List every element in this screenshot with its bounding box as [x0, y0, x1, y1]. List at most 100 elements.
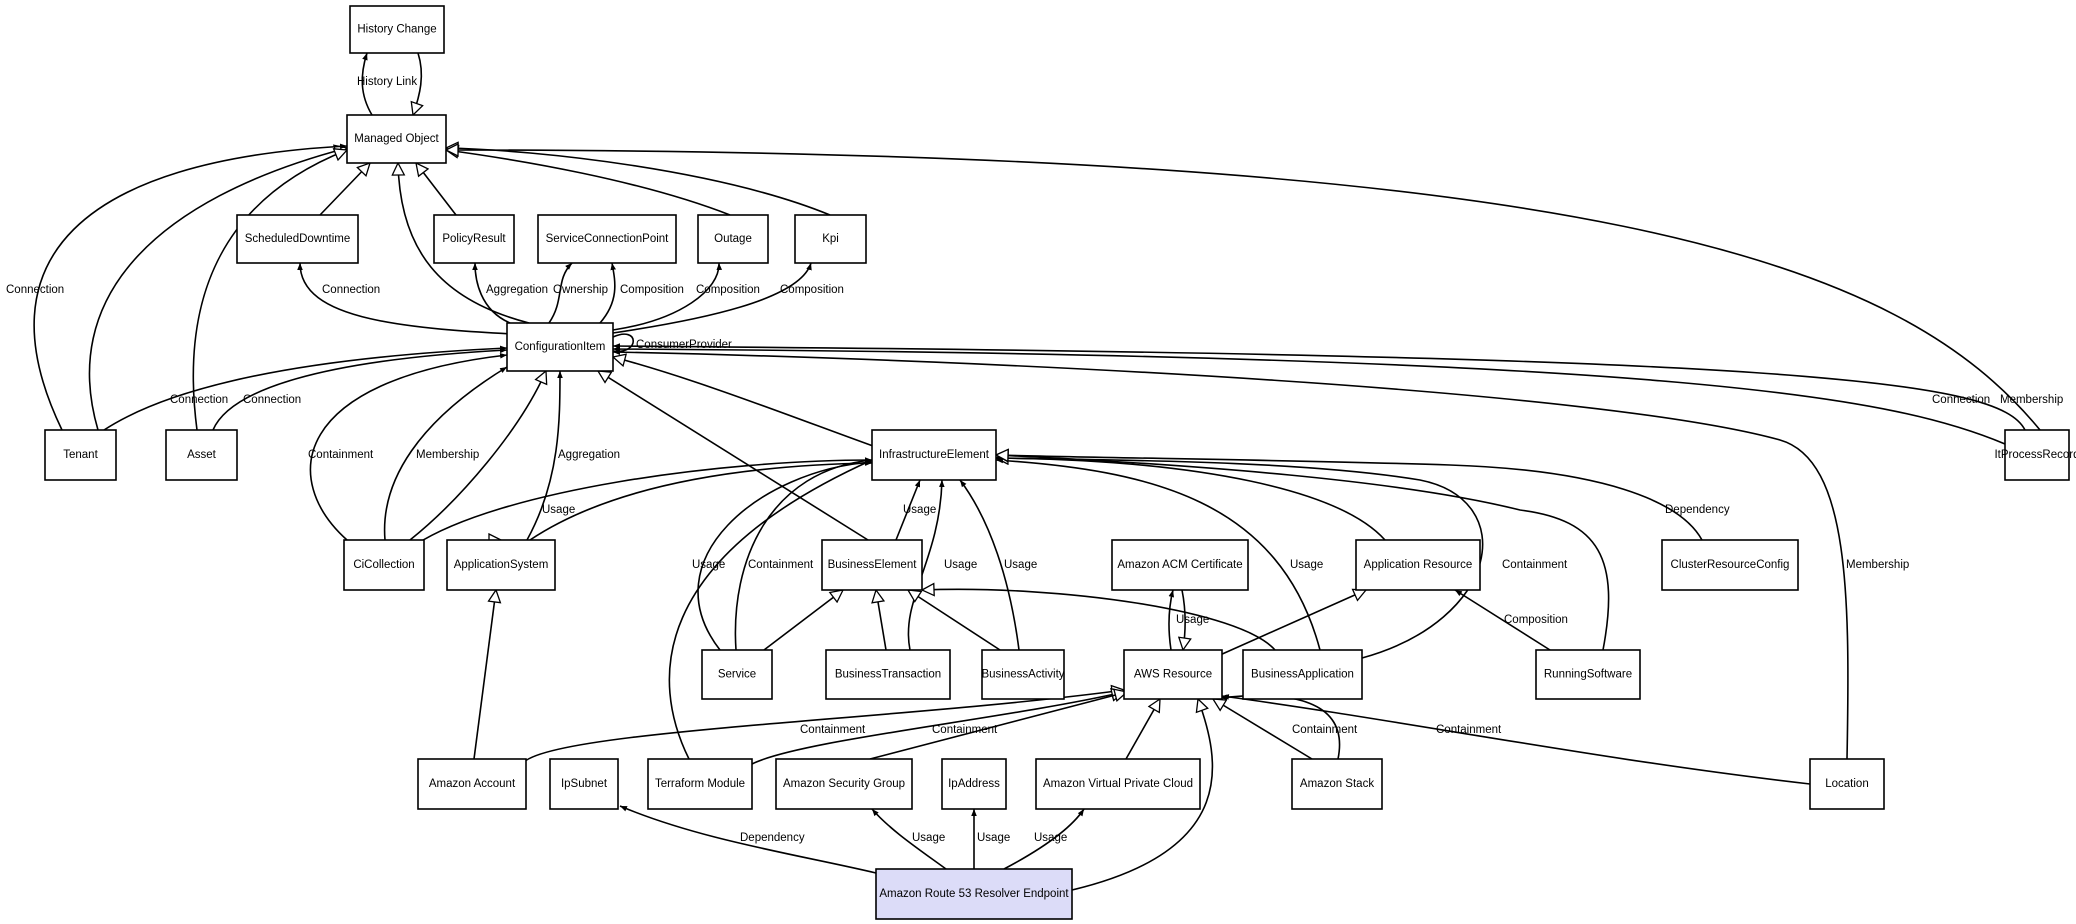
edge-label: Containment — [308, 449, 374, 461]
node-route53-resolver-endpoint[interactable]: Amazon Route 53 Resolver Endpoint — [875, 868, 1073, 920]
node-application-system[interactable]: ApplicationSystem — [446, 539, 556, 591]
edge-aws-resource-to-application-resource — [1219, 590, 1366, 656]
node-label: History Change — [357, 24, 436, 36]
edge-service-to-infrastructure-element — [734, 457, 873, 651]
edge-label: Usage — [912, 832, 945, 844]
edge-label: Usage — [977, 832, 1010, 844]
node-box — [433, 214, 515, 264]
edge-outage-to-managed-object — [446, 150, 731, 216]
edge-configuration-item-to-kpi — [612, 262, 812, 334]
node-label: AWS Resource — [1134, 669, 1212, 681]
edge-label: History Link — [357, 76, 417, 88]
node-amazon-account[interactable]: Amazon Account — [417, 758, 527, 810]
edge-label: Aggregation — [486, 284, 548, 296]
node-amazon-security-group[interactable]: Amazon Security Group — [775, 758, 913, 810]
node-ci-collection[interactable]: CiCollection — [343, 539, 425, 591]
node-box — [537, 214, 677, 264]
node-business-element[interactable]: BusinessElement — [821, 539, 923, 591]
edge-asset-to-configuration-item — [212, 347, 508, 431]
edge-configuration-item-to-outage — [612, 262, 723, 331]
node-label: ClusterResourceConfig — [1671, 559, 1790, 571]
edge-business-application-to-infrastructure-element — [995, 455, 1484, 659]
edge-business-application-to-infrastructure-element — [995, 457, 1321, 651]
edge-amazon-acm-certificate-to-aws-resource — [1182, 589, 1185, 650]
node-asset[interactable]: Asset — [165, 429, 238, 481]
node-box — [349, 5, 445, 54]
node-label: PolicyResult — [442, 233, 506, 245]
node-policy-result[interactable]: PolicyResult — [433, 214, 515, 264]
node-label: ApplicationSystem — [454, 559, 549, 571]
edge-business-element-to-infrastructure-element — [895, 479, 921, 541]
edge-configuration-item-to-configuration-item — [612, 333, 635, 355]
node-kpi[interactable]: Kpi — [794, 214, 867, 264]
edge-label: Composition — [1504, 614, 1568, 626]
node-service[interactable]: Service — [701, 649, 773, 700]
node-box — [446, 539, 556, 591]
edge-label: Containment — [1502, 559, 1568, 571]
node-label: Managed Object — [354, 133, 439, 145]
edge-label: Connection — [6, 284, 64, 296]
edge-service-to-business-element — [763, 590, 843, 651]
edge-label: Usage — [1176, 614, 1209, 626]
node-it-process-record[interactable]: ItProcessRecord — [1994, 429, 2076, 481]
node-label: IpAddress — [948, 778, 1000, 790]
node-infrastructure-element[interactable]: InfrastructureElement — [871, 429, 997, 481]
node-label: InfrastructureElement — [879, 449, 990, 461]
node-box — [1242, 649, 1363, 700]
node-box — [1291, 758, 1383, 810]
node-tenant[interactable]: Tenant — [44, 429, 117, 481]
node-box — [697, 214, 769, 264]
node-configuration-item[interactable]: ConfigurationItem — [506, 322, 614, 372]
node-ip-subnet[interactable]: IpSubnet — [549, 758, 619, 810]
node-ip-address[interactable]: IpAddress — [941, 758, 1007, 810]
node-location[interactable]: Location — [1809, 758, 1885, 810]
edge-ci-collection-to-configuration-item — [383, 366, 508, 541]
edge-amazon-vpc-to-aws-resource — [1125, 699, 1160, 760]
node-business-transaction[interactable]: BusinessTransaction — [825, 649, 951, 700]
node-managed-object[interactable]: Managed Object — [346, 114, 447, 164]
node-label: Asset — [187, 449, 217, 461]
edges-layer — [33, 52, 2041, 891]
node-cluster-resource-config[interactable]: ClusterResourceConfig — [1661, 539, 1799, 591]
edge-label: Containment — [800, 724, 866, 736]
node-service-connection-point[interactable]: ServiceConnectionPoint — [537, 214, 677, 264]
node-label: Amazon Stack — [1300, 778, 1374, 790]
edge-application-resource-to-infrastructure-element — [996, 458, 1386, 541]
edge-configuration-item-to-service-connection-point — [599, 262, 616, 324]
edge-tenant-to-managed-object — [88, 148, 347, 431]
edge-aws-resource-to-amazon-acm-certificate — [1168, 589, 1175, 651]
edge-running-software-to-application-resource — [1454, 589, 1551, 651]
edge-label: Connection — [1932, 394, 1990, 406]
edge-label: Membership — [2000, 394, 2063, 406]
node-box — [1111, 539, 1249, 591]
node-box — [701, 649, 773, 700]
edge-label: ConsumerProvider — [636, 339, 732, 351]
edge-route53-resolver-endpoint-to-amazon-vpc — [1003, 808, 1085, 870]
node-label: Amazon Virtual Private Cloud — [1043, 778, 1193, 790]
node-amazon-acm-certificate[interactable]: Amazon ACM Certificate — [1111, 539, 1249, 591]
node-amazon-vpc[interactable]: Amazon Virtual Private Cloud — [1035, 758, 1201, 810]
edge-label: Composition — [696, 284, 760, 296]
node-application-resource[interactable]: Application Resource — [1355, 539, 1481, 591]
node-terraform-module[interactable]: Terraform Module — [647, 758, 753, 810]
edge-label: Dependency — [740, 832, 805, 844]
node-box — [794, 214, 867, 264]
node-running-software[interactable]: RunningSoftware — [1535, 649, 1641, 700]
node-outage[interactable]: Outage — [697, 214, 769, 264]
edge-business-activity-to-infrastructure-element — [959, 479, 1020, 651]
edge-label: Connection — [170, 394, 228, 406]
node-label: IpSubnet — [561, 778, 608, 790]
node-scheduled-downtime[interactable]: ScheduledDowntime — [236, 214, 359, 264]
node-history-change[interactable]: History Change — [349, 5, 445, 54]
node-label: BusinessApplication — [1251, 669, 1354, 681]
edge-terraform-module-to-infrastructure-element — [668, 459, 873, 760]
edge-label: Membership — [1846, 559, 1909, 571]
node-business-activity[interactable]: BusinessActivity — [981, 649, 1065, 700]
node-label: Amazon Account — [429, 778, 516, 790]
edge-configuration-item-to-policy-result — [472, 262, 511, 324]
node-amazon-stack[interactable]: Amazon Stack — [1291, 758, 1383, 810]
node-aws-resource[interactable]: AWS Resource — [1123, 649, 1223, 700]
edge-business-application-to-business-element — [922, 589, 1276, 651]
edge-policy-result-to-managed-object — [416, 163, 457, 216]
node-business-application[interactable]: BusinessApplication — [1242, 649, 1363, 700]
